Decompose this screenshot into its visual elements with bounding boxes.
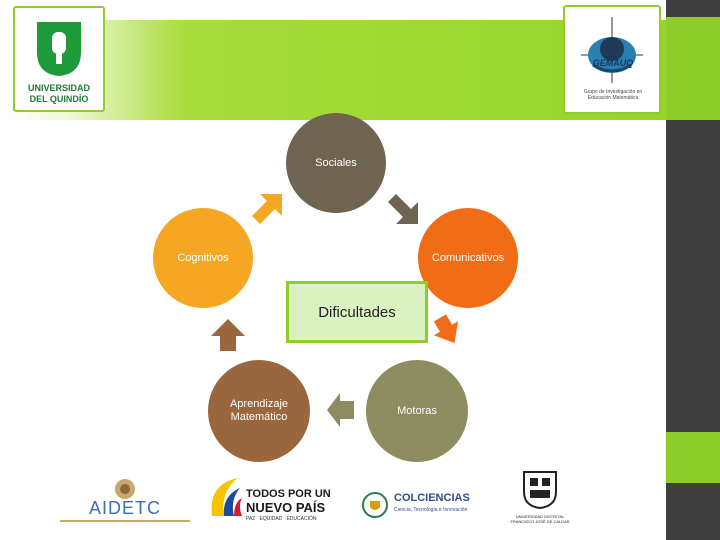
colombia-shield-icon — [362, 492, 388, 518]
node-aprendizaje-label: Aprendizaje Matemático — [229, 398, 289, 423]
center-dificultades-box: Dificultades — [286, 281, 428, 343]
colombia-flag-swirl-icon — [211, 478, 242, 516]
node-motoras: Motoras — [366, 360, 468, 462]
node-aprendizaje-matematico: Aprendizaje Matemático — [208, 360, 310, 462]
aidetc-underline — [60, 520, 190, 522]
todos-line2: NUEVO PAÍS — [246, 500, 326, 515]
universidad-quindio-logo: UNIVERSIDAD DEL QUINDÍO — [13, 6, 105, 112]
university-shield-icon — [37, 22, 81, 76]
todos-por-un-nuevo-pais-logo: TODOS POR UN NUEVO PAÍS PAZ EQUIDAD EDUC… — [206, 472, 336, 524]
right-green-block-bottom — [666, 432, 720, 483]
todos-line1: TODOS POR UN — [246, 488, 331, 500]
colciencias-logo: COLCIENCIAS Ciencia, Tecnología e Innova… — [362, 490, 482, 520]
arrow-aprendizaje-to-cognitivos-icon — [211, 319, 245, 351]
colciencias-wordmark: COLCIENCIAS — [394, 492, 470, 504]
universidad-distrital-logo: UNIVERSIDAD DISTRITAL FRANCISCO JOSÉ DE … — [506, 466, 574, 528]
node-motoras-label: Motoras — [397, 404, 437, 417]
right-green-block-top — [666, 17, 720, 120]
node-sociales-label: Sociales — [315, 156, 357, 169]
universidad-name-line1: UNIVERSIDAD — [27, 83, 90, 93]
todos-line3: PAZ EQUIDAD EDUCACIÓN — [246, 516, 317, 522]
node-cognitivos-label: Cognitivos — [177, 251, 229, 264]
distrital-caption: UNIVERSIDAD DISTRITAL FRANCISCO JOSÉ DE … — [510, 514, 570, 524]
gemauq-caption: Grupo de Investigación en Educación Mate… — [583, 89, 643, 101]
aidetc-wordmark: AIDETC — [88, 498, 161, 518]
arrow-comunicativos-to-center-icon — [433, 314, 459, 343]
distrital-coat-of-arms-icon — [523, 471, 557, 510]
aidetc-emblem-icon — [115, 479, 135, 499]
universidad-name-line2: DEL QUINDÍO — [29, 94, 89, 104]
arrow-motoras-to-aprendizaje-icon — [327, 393, 354, 427]
node-comunicativos: Comunicativos — [418, 208, 518, 308]
node-comunicativos-label: Comunicativos — [431, 251, 505, 264]
header-green-band — [0, 20, 666, 120]
arrow-sociales-to-comunicativos-icon — [388, 194, 418, 224]
center-dificultades-label: Dificultades — [318, 303, 396, 321]
node-sociales: Sociales — [286, 113, 386, 213]
colciencias-subtitle: Ciencia, Tecnología e Innovación — [394, 507, 468, 513]
aidetc-logo: AIDETC — [60, 478, 190, 524]
arrow-cognitivos-to-sociales-icon — [252, 194, 282, 224]
gemauq-wordmark: GEMAUQ — [592, 58, 634, 68]
gemauq-emblem-icon — [581, 17, 643, 83]
node-cognitivos: Cognitivos — [153, 208, 253, 308]
gemauq-logo: GEMAUQ Grupo de Investigación en Educaci… — [563, 5, 661, 114]
